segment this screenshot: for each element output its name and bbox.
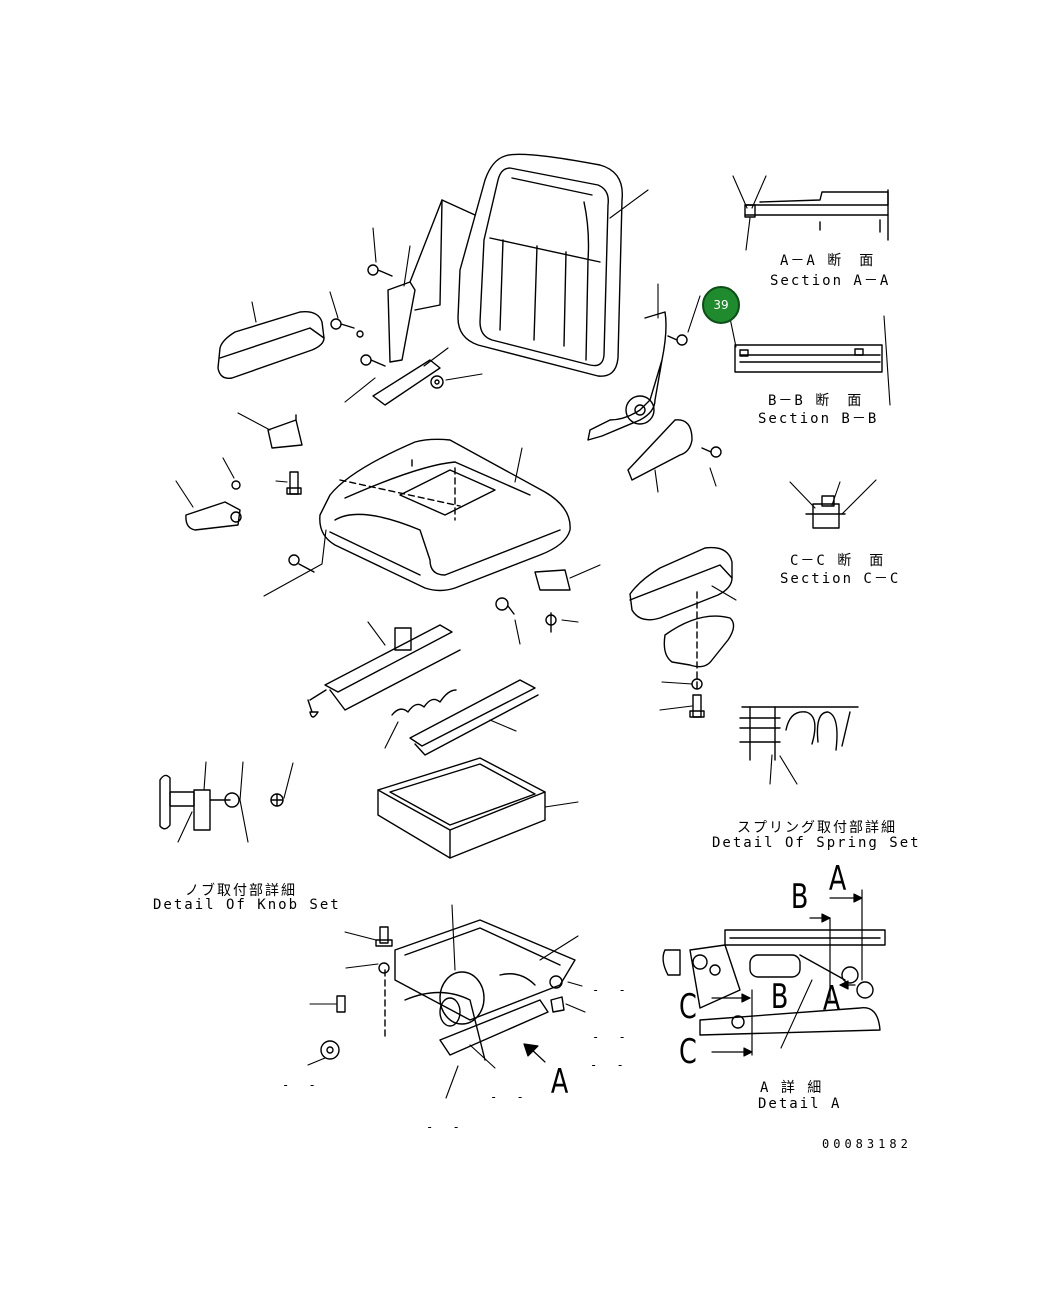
placeholder-2: - - (592, 1030, 632, 1044)
left-armrest (217, 311, 325, 379)
placeholder-3: - - (282, 1078, 322, 1092)
seat-tray (377, 757, 546, 859)
slide-rail-right (409, 679, 539, 756)
knob-en-label: Detail Of Knob Set (153, 897, 341, 913)
leader-lines (175, 175, 891, 1099)
seat-cushion (319, 438, 571, 592)
section-bb-en-label: Section B－B (758, 411, 879, 427)
right-armrest (629, 546, 733, 621)
view-arrows (523, 889, 863, 1063)
section-bb-view (734, 344, 883, 373)
spring-detail (739, 706, 859, 761)
placeholder-4: - - (490, 1090, 530, 1104)
section-cc-en-label: Section C－C (780, 571, 901, 587)
backrest-hinge-left (372, 199, 476, 406)
fasteners (231, 264, 722, 1060)
spring-en-label: Detail Of Spring Set (712, 835, 921, 851)
knob-jp-label: ノブ取付部詳細 (185, 883, 297, 899)
view-letter-b-mid: B (770, 977, 789, 1017)
drawing-number: 00083182 (822, 1137, 912, 1151)
placeholder-6: - - (590, 1058, 630, 1072)
section-bb-jp-label: B－B 断 面 (768, 393, 864, 409)
suspension-base (394, 919, 576, 1061)
section-cc-jp-label: C－C 断 面 (790, 553, 886, 569)
detail-a-view (662, 929, 886, 1036)
knob-detail (159, 774, 284, 831)
detail-a-en-label: Detail A (758, 1096, 842, 1112)
view-letter-c-upper: C (678, 987, 697, 1027)
armrest-pad (663, 615, 735, 668)
section-aa-en-label: Section A－A (770, 273, 891, 289)
view-letter-b-top: B (790, 877, 809, 917)
detail-a-jp-label: A 詳 細 (760, 1080, 824, 1096)
view-letter-a-top: A (828, 859, 847, 899)
bracket-small-b (534, 569, 571, 591)
bracket-small-a (267, 414, 303, 449)
spring-jp-label: スプリング取付部詳細 (737, 820, 897, 836)
backrest-hinge-right (587, 311, 693, 481)
view-letter-a-bottom: A (550, 1062, 569, 1102)
placeholder-5: - - (426, 1120, 466, 1134)
callout-39-button[interactable]: 39 (702, 286, 740, 324)
placeholder-1: - - (592, 983, 632, 997)
view-letter-a-mid: A (822, 979, 841, 1019)
spring (391, 689, 457, 716)
lever-bracket (185, 501, 242, 531)
seat-backrest (457, 153, 624, 377)
section-aa-jp-label: A－A 断 面 (780, 253, 876, 269)
slide-rail-left (307, 624, 461, 718)
view-letter-c-lower: C (678, 1032, 697, 1072)
section-cc-view (805, 495, 846, 529)
assembly-lines (339, 459, 698, 1041)
section-aa-view (744, 189, 889, 241)
